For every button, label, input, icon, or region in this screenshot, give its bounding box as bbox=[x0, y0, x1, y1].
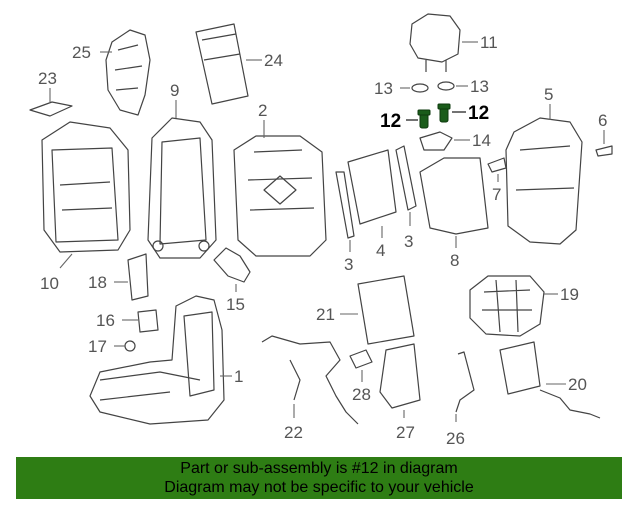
part-13a[interactable] bbox=[411, 83, 429, 93]
callout-8: 8 bbox=[450, 251, 459, 270]
callout-26: 26 bbox=[446, 429, 465, 448]
part-22[interactable] bbox=[261, 335, 359, 425]
part-11[interactable] bbox=[409, 13, 461, 72]
part-19[interactable] bbox=[469, 275, 545, 337]
callout-13b: 13 bbox=[470, 77, 489, 96]
part-15[interactable] bbox=[213, 247, 251, 283]
part-21[interactable] bbox=[357, 275, 415, 345]
callout-25: 25 bbox=[72, 43, 91, 62]
callout-10: 10 bbox=[40, 274, 59, 293]
part-26[interactable] bbox=[455, 351, 475, 413]
part-13b[interactable] bbox=[437, 81, 455, 91]
banner-line-2: Diagram may not be specific to your vehi… bbox=[164, 479, 474, 496]
callout-3b: 3 bbox=[404, 232, 413, 251]
callout-18: 18 bbox=[88, 273, 107, 292]
callout-16: 16 bbox=[96, 311, 115, 330]
part-7[interactable] bbox=[487, 157, 507, 173]
callout-17: 17 bbox=[88, 337, 107, 356]
callout-27: 27 bbox=[396, 423, 415, 442]
callout-11: 11 bbox=[480, 33, 498, 52]
part-3a[interactable] bbox=[335, 171, 355, 239]
callout-3a: 3 bbox=[344, 255, 353, 274]
callout-4: 4 bbox=[376, 241, 385, 260]
part-1[interactable] bbox=[89, 295, 225, 425]
part-3b[interactable] bbox=[395, 145, 417, 211]
part-6[interactable] bbox=[595, 145, 613, 157]
part-8[interactable] bbox=[419, 157, 489, 235]
part-20[interactable] bbox=[499, 341, 601, 419]
parts-diagram: 25 24 23 10 9 2 3 4 3 bbox=[29, 13, 613, 448]
callout-28: 28 bbox=[352, 385, 371, 404]
part-27[interactable] bbox=[379, 343, 421, 409]
part-5[interactable] bbox=[505, 117, 583, 245]
part-2[interactable] bbox=[233, 135, 327, 257]
callout-15: 15 bbox=[226, 295, 245, 314]
callout-23: 23 bbox=[38, 69, 57, 88]
part-16[interactable] bbox=[137, 309, 159, 333]
callout-13a: 13 bbox=[374, 79, 393, 98]
callout-24: 24 bbox=[264, 51, 283, 70]
callout-19: 19 bbox=[560, 285, 579, 304]
part-18[interactable] bbox=[127, 253, 149, 301]
callout-7: 7 bbox=[492, 185, 501, 204]
callout-21: 21 bbox=[316, 305, 335, 324]
callout-2: 2 bbox=[258, 101, 267, 120]
part-10[interactable] bbox=[41, 121, 131, 253]
callout-6: 6 bbox=[598, 111, 607, 130]
info-banner: Part or sub-assembly is #12 in diagram D… bbox=[16, 457, 622, 499]
part-12a[interactable] bbox=[417, 109, 431, 129]
callout-14: 14 bbox=[472, 131, 491, 150]
part-9[interactable] bbox=[147, 117, 217, 259]
callout-9: 9 bbox=[170, 81, 179, 100]
part-14[interactable] bbox=[419, 131, 453, 151]
part-25[interactable] bbox=[105, 29, 151, 116]
callout-22: 22 bbox=[284, 423, 303, 442]
part-28[interactable] bbox=[349, 349, 373, 369]
part-24[interactable] bbox=[195, 23, 249, 105]
callout-5: 5 bbox=[544, 85, 553, 104]
part-4[interactable] bbox=[347, 149, 397, 225]
part-17[interactable] bbox=[124, 340, 136, 352]
callout-1: 1 bbox=[234, 367, 243, 386]
banner-line-1: Part or sub-assembly is #12 in diagram bbox=[180, 460, 458, 477]
part-12b[interactable] bbox=[437, 103, 451, 123]
callout-12a: 12 bbox=[380, 111, 401, 132]
part-23[interactable] bbox=[29, 101, 73, 117]
callout-20: 20 bbox=[568, 375, 587, 394]
callout-12b: 12 bbox=[468, 103, 489, 124]
